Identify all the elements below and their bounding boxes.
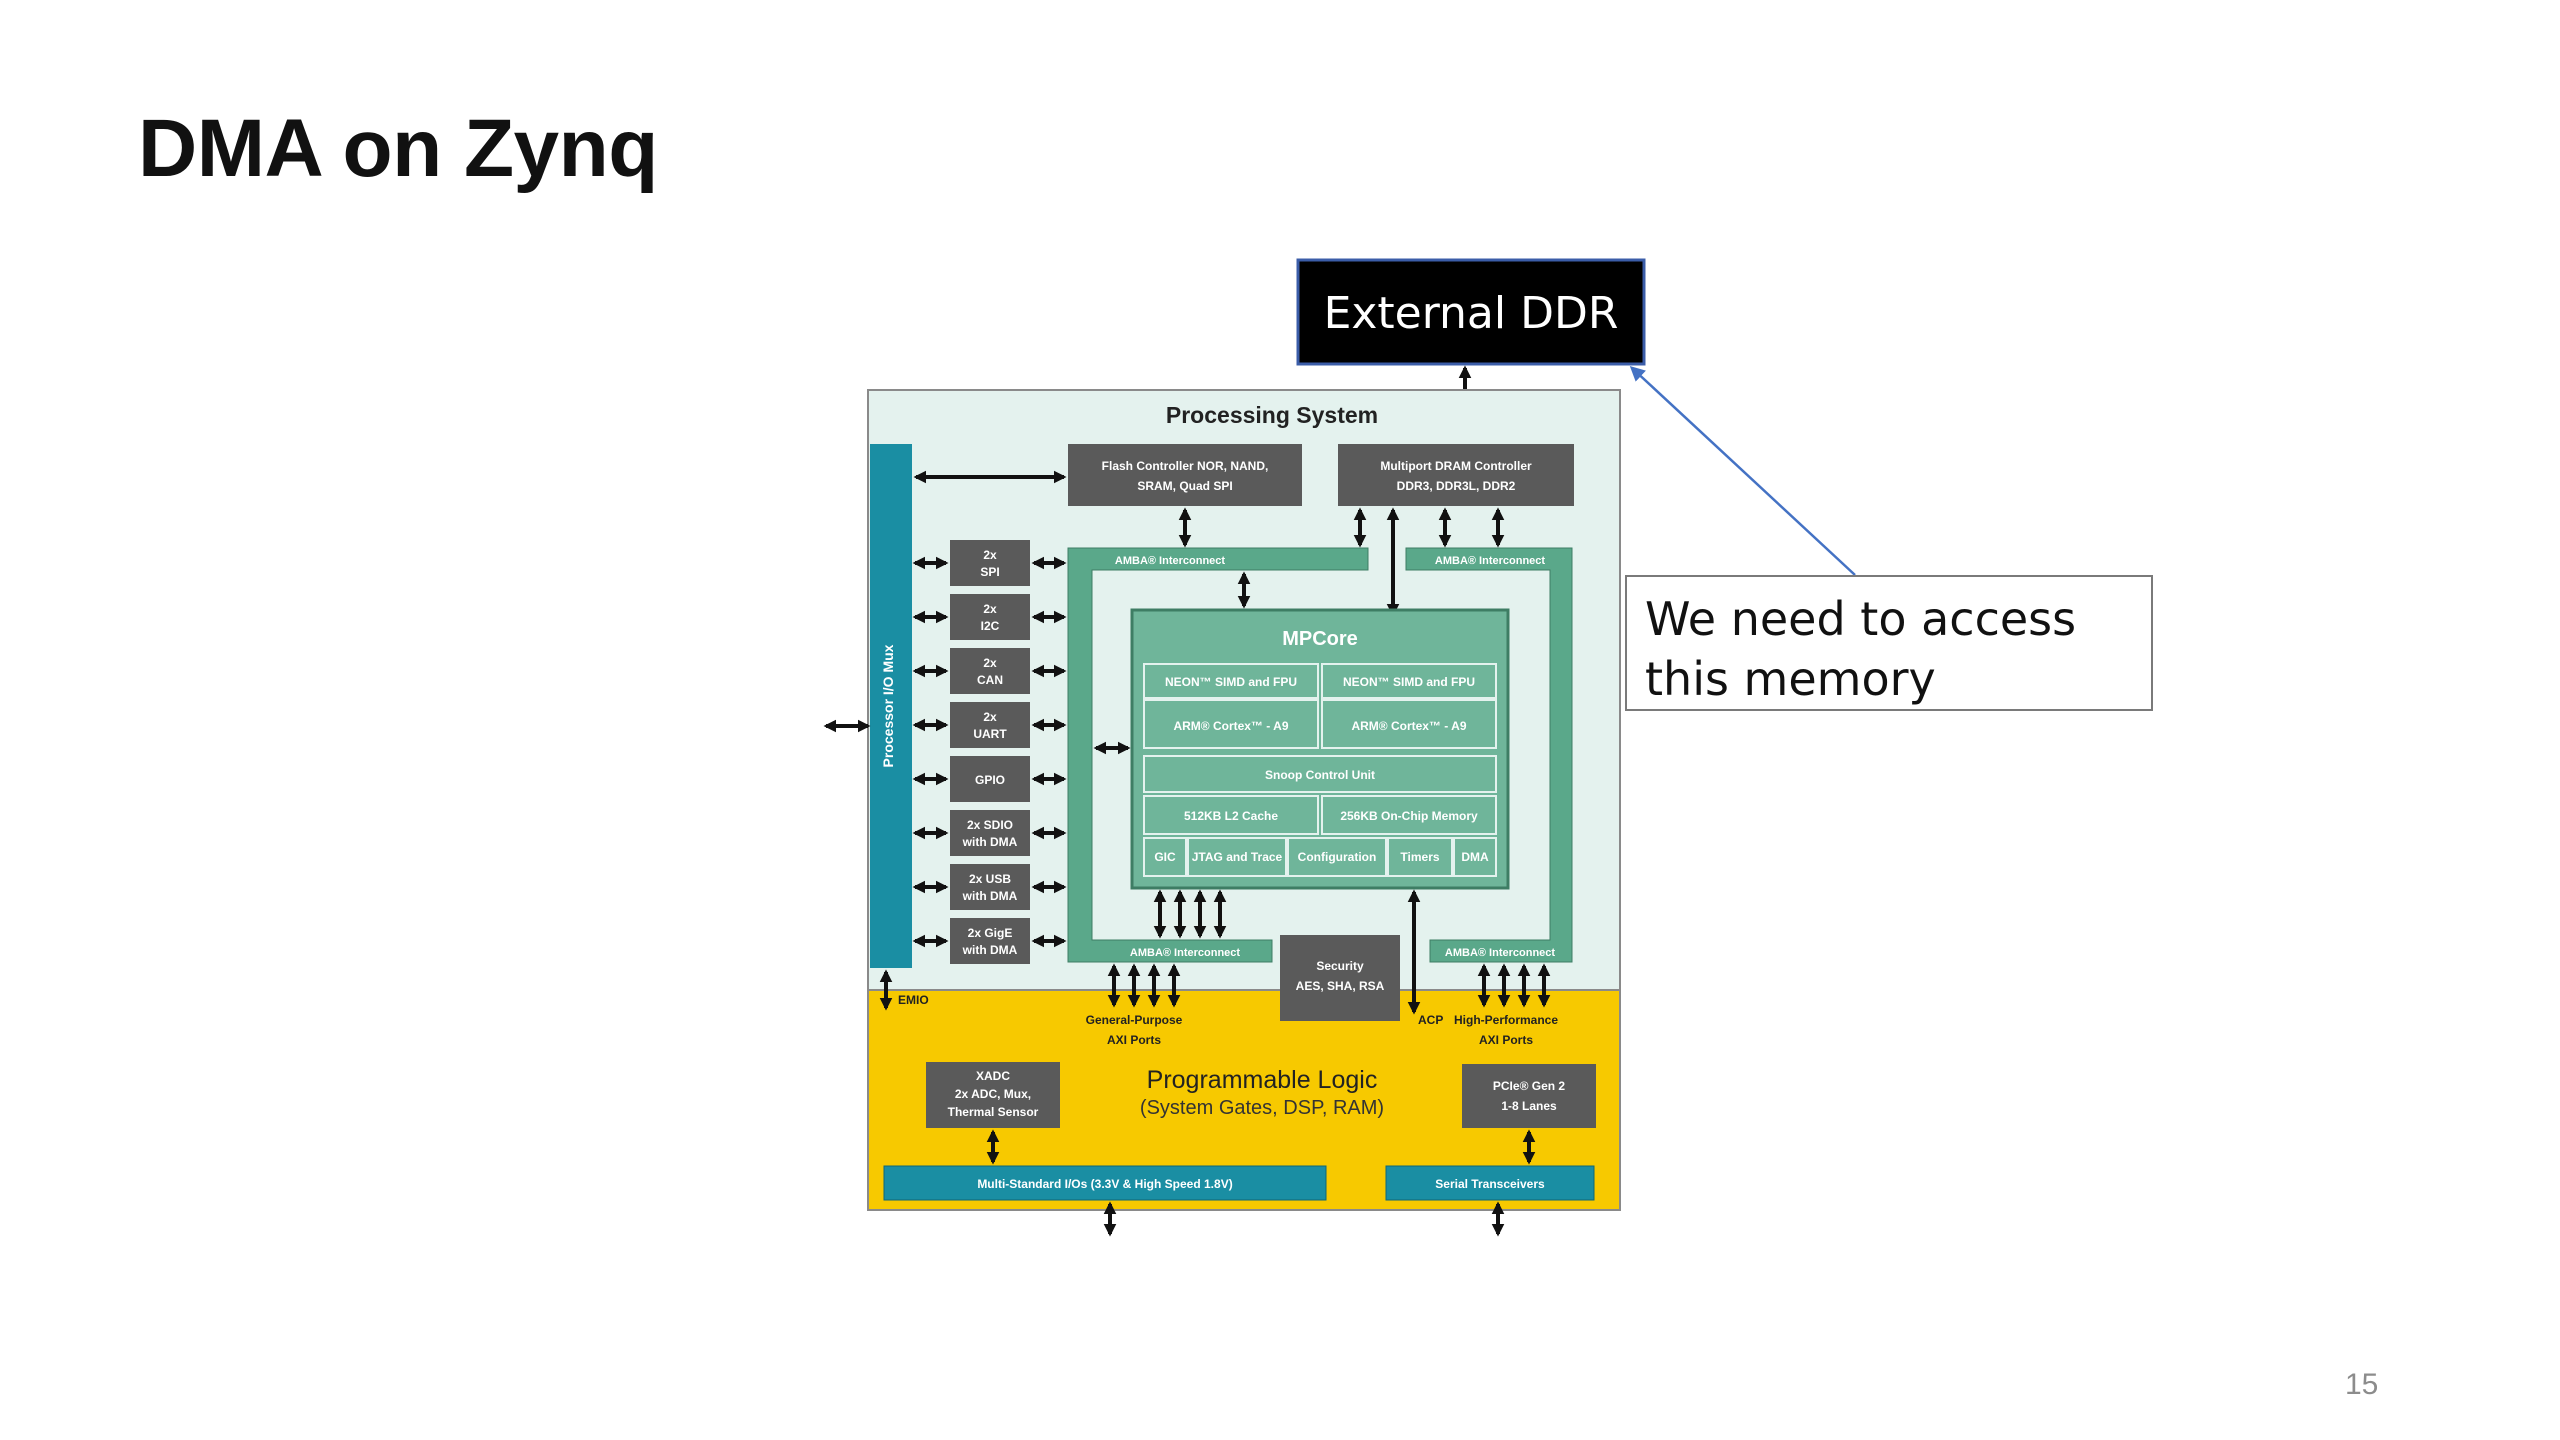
gp-axi-arrows	[1107, 963, 1181, 1008]
svg-text:AES, SHA, RSA: AES, SHA, RSA	[1296, 979, 1385, 993]
svg-text:2x: 2x	[983, 710, 997, 724]
peripheral-spi: 2x SPI	[950, 540, 1030, 586]
svg-text:GIC: GIC	[1154, 850, 1176, 864]
processor-io-mux-label: Processor I/O Mux	[880, 644, 896, 767]
svg-text:2x GigE: 2x GigE	[968, 926, 1013, 940]
page-number: 15	[2345, 1368, 2379, 1401]
svg-text:JTAG and Trace: JTAG and Trace	[1192, 850, 1283, 864]
gp-axi-label-1: General-Purpose	[1086, 1013, 1183, 1027]
svg-text:AMBA® Interconnect: AMBA® Interconnect	[1115, 555, 1226, 567]
svg-text:with DMA: with DMA	[962, 835, 1018, 849]
serial-transceivers-bar: Serial Transceivers	[1385, 1165, 1595, 1201]
svg-text:Snoop Control Unit: Snoop Control Unit	[1265, 768, 1375, 782]
hp-axi-label-1: High-Performance	[1454, 1013, 1558, 1027]
external-ddr-label: External DDR	[1324, 288, 1619, 339]
svg-text:XADC: XADC	[976, 1069, 1010, 1083]
svg-text:256KB On-Chip Memory: 256KB On-Chip Memory	[1340, 809, 1478, 823]
svg-text:AMBA® Interconnect: AMBA® Interconnect	[1435, 555, 1546, 567]
mpcore-block: MPCore NEON™ SIMD and FPU NEON™ SIMD and…	[1130, 608, 1510, 890]
svg-text:Multiport DRAM Controller: Multiport DRAM Controller	[1380, 459, 1532, 473]
peripheral-gige: 2x GigE with DMA	[950, 918, 1030, 964]
svg-text:Flash Controller NOR, NAND,: Flash Controller NOR, NAND,	[1102, 459, 1269, 473]
svg-text:2x: 2x	[983, 602, 997, 616]
hp-axi-arrows	[1477, 963, 1551, 1008]
svg-text:AMBA® Interconnect: AMBA® Interconnect	[1445, 947, 1556, 959]
peripheral-uart: 2x UART	[950, 702, 1030, 748]
peripheral-arrows	[912, 556, 1067, 948]
svg-text:2x ADC, Mux,: 2x ADC, Mux,	[955, 1087, 1031, 1101]
callout-pointer-line	[1629, 365, 1856, 576]
svg-text:MPCore: MPCore	[1282, 628, 1358, 650]
hp-axi-label-2: AXI Ports	[1479, 1033, 1533, 1047]
callout-box: We need to access this memory	[1625, 575, 2153, 711]
svg-text:CAN: CAN	[977, 673, 1003, 687]
svg-text:with DMA: with DMA	[962, 889, 1018, 903]
peripheral-gpio: GPIO	[950, 756, 1030, 802]
emio-label: EMIO	[898, 993, 929, 1007]
svg-text:512KB L2 Cache: 512KB L2 Cache	[1184, 809, 1278, 823]
external-ddr-box: External DDR	[1296, 258, 1646, 366]
svg-text:2x SDIO: 2x SDIO	[967, 818, 1013, 832]
svg-text:2x: 2x	[983, 656, 997, 670]
svg-text:2x USB: 2x USB	[969, 872, 1011, 886]
amba-interconnect-right: AMBA® Interconnect AMBA® Interconnect	[1405, 547, 1573, 963]
peripheral-usb: 2x USB with DMA	[950, 864, 1030, 910]
amba-interconnect-main: AMBA® Interconnect AMBA® Interconnect	[1067, 547, 1369, 963]
svg-text:NEON™ SIMD and FPU: NEON™ SIMD and FPU	[1165, 675, 1297, 689]
pcie-block: PCIe® Gen 2 1-8 Lanes	[1462, 1064, 1596, 1128]
svg-text:1-8 Lanes: 1-8 Lanes	[1501, 1099, 1557, 1113]
dram-controller-block: Multiport DRAM Controller DDR3, DDR3L, D…	[1338, 444, 1574, 506]
slide-title: DMA on Zynq	[138, 103, 658, 194]
svg-text:ARM® Cortex™ - A9: ARM® Cortex™ - A9	[1351, 719, 1466, 733]
svg-text:DMA: DMA	[1461, 850, 1489, 864]
svg-text:Timers: Timers	[1400, 850, 1439, 864]
gp-axi-label-2: AXI Ports	[1107, 1033, 1161, 1047]
programmable-logic-label: Programmable Logic	[1147, 1066, 1378, 1094]
svg-text:DDR3, DDR3L, DDR2: DDR3, DDR3L, DDR2	[1397, 479, 1516, 493]
svg-text:I2C: I2C	[981, 619, 1000, 633]
programmable-logic-subtitle: (System Gates, DSP, RAM)	[1140, 1097, 1384, 1119]
svg-text:GPIO: GPIO	[975, 773, 1005, 787]
svg-text:with DMA: with DMA	[962, 943, 1018, 957]
svg-text:Configuration: Configuration	[1298, 850, 1377, 864]
peripheral-can: 2x CAN	[950, 648, 1030, 694]
svg-text:AMBA® Interconnect: AMBA® Interconnect	[1130, 947, 1241, 959]
svg-text:ARM® Cortex™ - A9: ARM® Cortex™ - A9	[1173, 719, 1288, 733]
svg-text:SRAM, Quad SPI: SRAM, Quad SPI	[1137, 479, 1232, 493]
svg-text:Multi-Standard I/Os (3.3V & Hi: Multi-Standard I/Os (3.3V & High Speed 1…	[977, 1177, 1232, 1191]
mpcore-down-arrows	[1153, 889, 1227, 939]
peripheral-i2c: 2x I2C	[950, 594, 1030, 640]
processing-system-label: Processing System	[1166, 402, 1378, 428]
svg-text:SPI: SPI	[980, 565, 999, 579]
peripheral-sdio: 2x SDIO with DMA	[950, 810, 1030, 856]
acp-label: ACP	[1418, 1013, 1443, 1027]
processor-io-mux	[870, 444, 912, 968]
svg-text:Serial Transceivers: Serial Transceivers	[1435, 1177, 1545, 1191]
svg-text:NEON™ SIMD and FPU: NEON™ SIMD and FPU	[1343, 675, 1475, 689]
svg-text:PCIe® Gen 2: PCIe® Gen 2	[1493, 1079, 1566, 1093]
flash-controller-block: Flash Controller NOR, NAND, SRAM, Quad S…	[1068, 444, 1302, 506]
multi-standard-io-bar: Multi-Standard I/Os (3.3V & High Speed 1…	[883, 1165, 1327, 1201]
security-block: Security AES, SHA, RSA	[1280, 935, 1400, 1021]
svg-text:UART: UART	[973, 727, 1007, 741]
svg-text:2x: 2x	[983, 548, 997, 562]
xadc-block: XADC 2x ADC, Mux, Thermal Sensor	[926, 1062, 1060, 1128]
svg-text:Thermal Sensor: Thermal Sensor	[948, 1105, 1039, 1119]
svg-text:Security: Security	[1316, 959, 1364, 973]
